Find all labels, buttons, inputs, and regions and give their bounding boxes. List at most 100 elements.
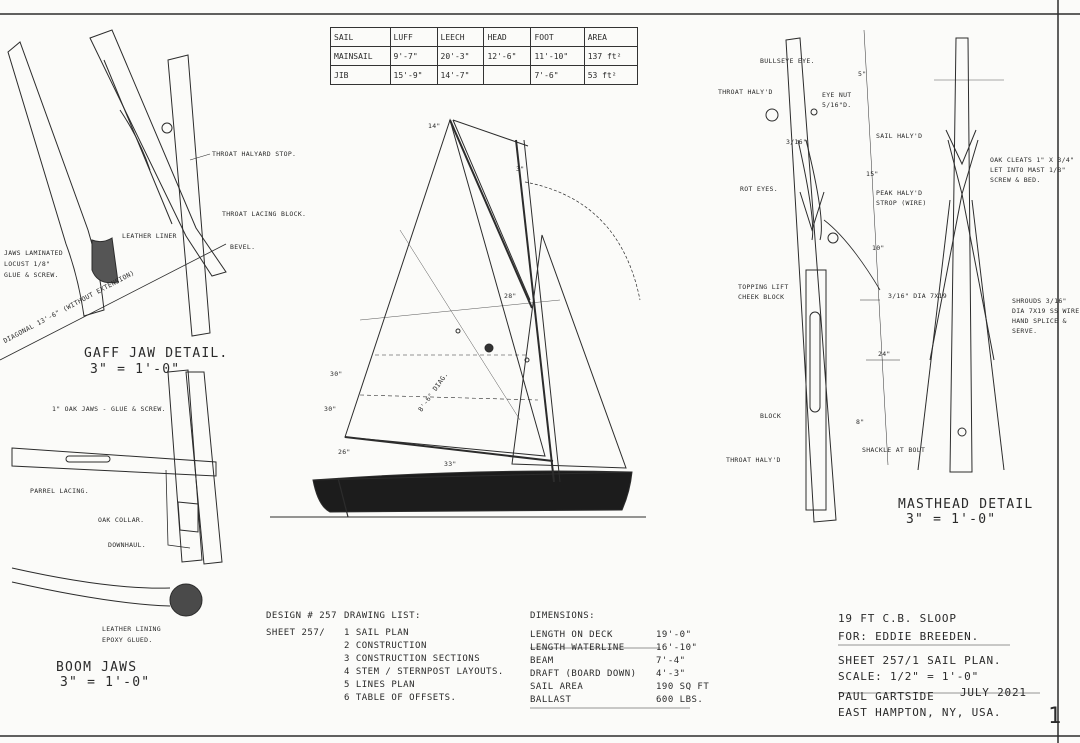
masthead-detail-drawing [765, 29, 900, 523]
dimension-label: SAIL AREA [530, 682, 584, 692]
table-header-cell: SAIL [330, 27, 391, 47]
throat-lacing-block-note: THROAT LACING BLOCK. [222, 210, 307, 218]
dimension-value: 190 SQ FT [656, 682, 710, 692]
leather-lining-note: LEATHER LINING EPOXY GLUED. [102, 625, 161, 644]
masthead-dim-c: 10" [872, 244, 885, 252]
table-cell: 12'-6" [483, 46, 532, 66]
dimension-label: BEAM [530, 656, 554, 666]
drawing-list-heading: DRAWING LIST: [344, 611, 421, 621]
table-row: JIB 15'-9" 14'-7" 7'-6" 53 ft² [330, 65, 639, 85]
boat-type: 19 FT C.B. SLOOP [838, 612, 957, 625]
gaff-jaw-scale: 3" = 1'-0" [90, 362, 181, 377]
shrouds-note: SHROUDS 3/16" DIA 7X19 SS WIRE HAND SPLI… [1012, 297, 1080, 335]
dimension-label: LENGTH ON DECK [530, 630, 613, 640]
sail-dim-left-b: 30" [324, 405, 337, 413]
dimension-value: 4'-3" [656, 669, 686, 679]
throat-halyard-top-note: THROAT HALY'D [718, 88, 773, 96]
design-number: DESIGN # 257 [266, 611, 338, 621]
table-row: MAINSAIL 9'-7" 20'-3" 12'-6" 11'-10" 137… [330, 46, 639, 66]
masthead-dim-e: 8" [856, 418, 865, 426]
block-note: BLOCK [760, 412, 782, 420]
table-cell: 9'-7" [389, 46, 438, 66]
parrel-lacing-note: PARREL LACING. [30, 487, 89, 495]
table-header-cell: LEECH [436, 27, 485, 47]
table-header-cell: FOOT [530, 27, 585, 47]
shackle-note: SHACKLE AT BOLT [862, 446, 926, 454]
drawing-list-item: 3 CONSTRUCTION SECTIONS [344, 654, 481, 664]
sail-halyard-note: SAIL HALY'D [876, 132, 923, 140]
table-cell [483, 65, 532, 85]
throat-halyard-stop-note: THROAT HALYARD STOP. [212, 150, 297, 158]
dimension-label: LENGTH WATERLINE [530, 643, 625, 653]
topping-lift-note: TOPPING LIFT CHEEK BLOCK [738, 283, 789, 301]
table-header-cell: AREA [583, 27, 639, 47]
drawing-list-item: 1 SAIL PLAN [344, 628, 410, 638]
sail-dim-cap: 3" [516, 165, 525, 173]
bevel-note: BEVEL. [230, 243, 256, 251]
sail-dim-mid: 28" [504, 292, 517, 300]
table-cell: 7'-6" [530, 65, 585, 85]
dimension-label: BALLAST [530, 695, 572, 705]
bullseye-note: BULLSEYE EYE. [760, 57, 815, 65]
masthead-front-drawing [917, 37, 1005, 473]
eye-nut-note: EYE NUT 5/16"D. [822, 91, 852, 109]
table-cell: 11'-10" [530, 46, 585, 66]
drawing-list-item: 6 TABLE OF OFFSETS. [344, 693, 457, 703]
rot-eyes-note: ROT EYES. [740, 185, 778, 193]
wire-dia-note: 3/16" DIA 7X19 [888, 292, 947, 300]
table-cell: 53 ft² [583, 65, 639, 85]
throat-halyard-low-note: THROAT HALY'D [726, 456, 781, 464]
dimension-label: DRAFT (BOARD DOWN) [530, 669, 637, 679]
table-cell: 15'-9" [389, 65, 438, 85]
drawing-list-item: 2 CONSTRUCTION [344, 641, 427, 651]
table-cell: 14'-7" [436, 65, 485, 85]
masthead-dim-b: 15" [866, 170, 879, 178]
table-header-cell: LUFF [389, 27, 438, 47]
dimension-value: 16'-10" [656, 643, 698, 653]
sail-dim-b1: 26" [338, 448, 351, 456]
table-cell: JIB [330, 65, 391, 85]
sheet-label: SHEET 257/ [266, 628, 326, 638]
masthead-scale: 3" = 1'-0" [906, 512, 997, 527]
sheet-title: SHEET 257/1 SAIL PLAN. [838, 654, 1002, 667]
designer-name: PAUL GARTSIDE [838, 690, 935, 703]
masthead-dim-f: 3/16" [786, 138, 808, 146]
drawing-date: JULY 2021 [960, 686, 1027, 699]
laminated-jaws-note: JAWS LAMINATED LOCUST 1/8" GLUE & SCREW. [4, 249, 63, 279]
gaff-jaw-title: GAFF JAW DETAIL. [84, 346, 229, 361]
dimension-value: 600 LBS. [656, 695, 704, 705]
table-cell: 20'-3" [436, 46, 485, 66]
masthead-dim-a: 5" [858, 70, 867, 78]
sail-dim-top: 14" [428, 122, 441, 130]
oak-collar-note: OAK COLLAR. [98, 516, 145, 524]
page-number: 1 [1048, 704, 1062, 729]
oak-cleats-note: OAK CLEATS 1" X 3/4" LET INTO MAST 1/8" … [990, 156, 1075, 184]
dimension-value: 7'-4" [656, 656, 686, 666]
sail-plan-drawing [270, 118, 646, 518]
oak-jaws-note: 1" OAK JAWS - GLUE & SCREW. [52, 405, 166, 413]
sail-dim-left-a: 30" [330, 370, 343, 378]
gaff-jaw-detail-drawing [0, 29, 227, 361]
downhaul-note: DOWNHAUL. [108, 541, 146, 549]
masthead-title: MASTHEAD DETAIL [898, 497, 1034, 512]
table-header-cell: HEAD [483, 27, 532, 47]
dimensions-heading: DIMENSIONS: [530, 611, 596, 621]
sail-table-header-row: SAIL LUFF LEECH HEAD FOOT AREA [330, 27, 639, 47]
peak-halyard-strop-note: PEAK HALY'D STROP (WIRE) [876, 189, 927, 207]
sail-dim-b2: 33" [444, 460, 457, 468]
dimension-value: 19'-0" [656, 630, 692, 640]
client-name: FOR: EDDIE BREEDEN. [838, 630, 980, 643]
masthead-dim-d: 24" [878, 350, 891, 358]
leather-liner-note: LEATHER LINER [122, 232, 177, 240]
boom-jaw-detail-drawing [11, 369, 223, 617]
boom-jaw-title: BOOM JAWS [56, 660, 138, 675]
drawing-location: EAST HAMPTON, NY, USA. [838, 706, 1002, 719]
table-cell: 137 ft² [583, 46, 639, 66]
table-cell: MAINSAIL [330, 46, 391, 66]
sail-dimensions-table: SAIL LUFF LEECH HEAD FOOT AREA MAINSAIL … [330, 27, 639, 85]
drawing-scale: SCALE: 1/2" = 1'-0" [838, 670, 980, 683]
drawing-list-item: 4 STEM / STERNPOST LAYOUTS. [344, 667, 504, 677]
drawing-list-item: 5 LINES PLAN [344, 680, 416, 690]
